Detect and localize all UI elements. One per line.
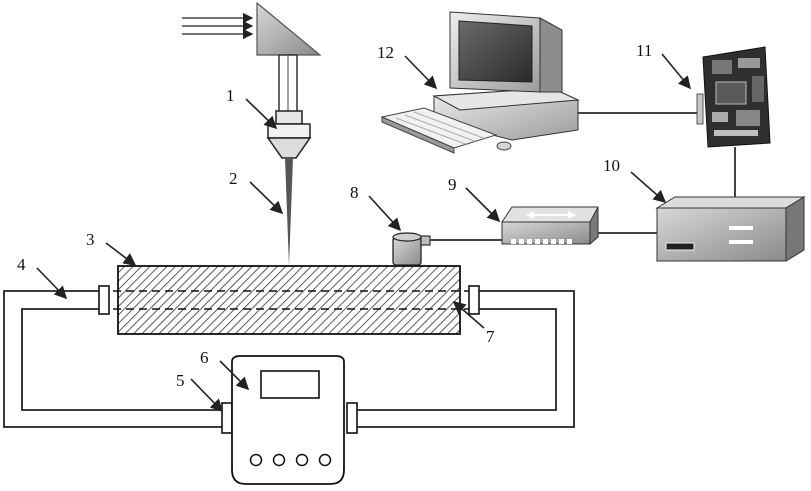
mirror-prism (257, 3, 320, 55)
callout-2: 2 (229, 169, 238, 188)
desktop-computer (382, 12, 578, 153)
callout-1: 1 (226, 86, 235, 105)
callout-10: 10 (603, 156, 620, 175)
flow-connector-right (347, 403, 357, 433)
callout-7: 7 (486, 327, 495, 346)
callout-11: 11 (636, 41, 652, 60)
computer-screen (459, 21, 532, 82)
control-box (657, 197, 804, 261)
computer-mouse (497, 142, 511, 150)
flow-meter (232, 356, 344, 484)
pipe-connector-left (99, 286, 109, 314)
callout-12: 12 (377, 43, 394, 62)
callout-9: 9 (448, 175, 457, 194)
callout-8: 8 (350, 183, 359, 202)
laser-beam (285, 158, 293, 266)
flow-connector-left (222, 403, 232, 433)
flow-meter-display (261, 371, 319, 398)
flow-meter-button-3 (297, 455, 308, 466)
flow-meter-button-4 (320, 455, 331, 466)
callout-6: 6 (200, 348, 209, 367)
focusing-lens (268, 111, 310, 158)
circuit-board (697, 47, 770, 147)
sensor (393, 233, 430, 265)
network-switch (502, 207, 598, 244)
control-box-slot (666, 243, 694, 250)
workpiece-block (100, 266, 479, 334)
pipe-connector-right (469, 286, 479, 314)
incoming-laser-rays (182, 18, 252, 34)
callout-4: 4 (17, 255, 26, 274)
flow-meter-button-2 (274, 455, 285, 466)
callout-3: 3 (86, 230, 95, 249)
flow-meter-button-1 (251, 455, 262, 466)
callout-5: 5 (176, 371, 185, 390)
